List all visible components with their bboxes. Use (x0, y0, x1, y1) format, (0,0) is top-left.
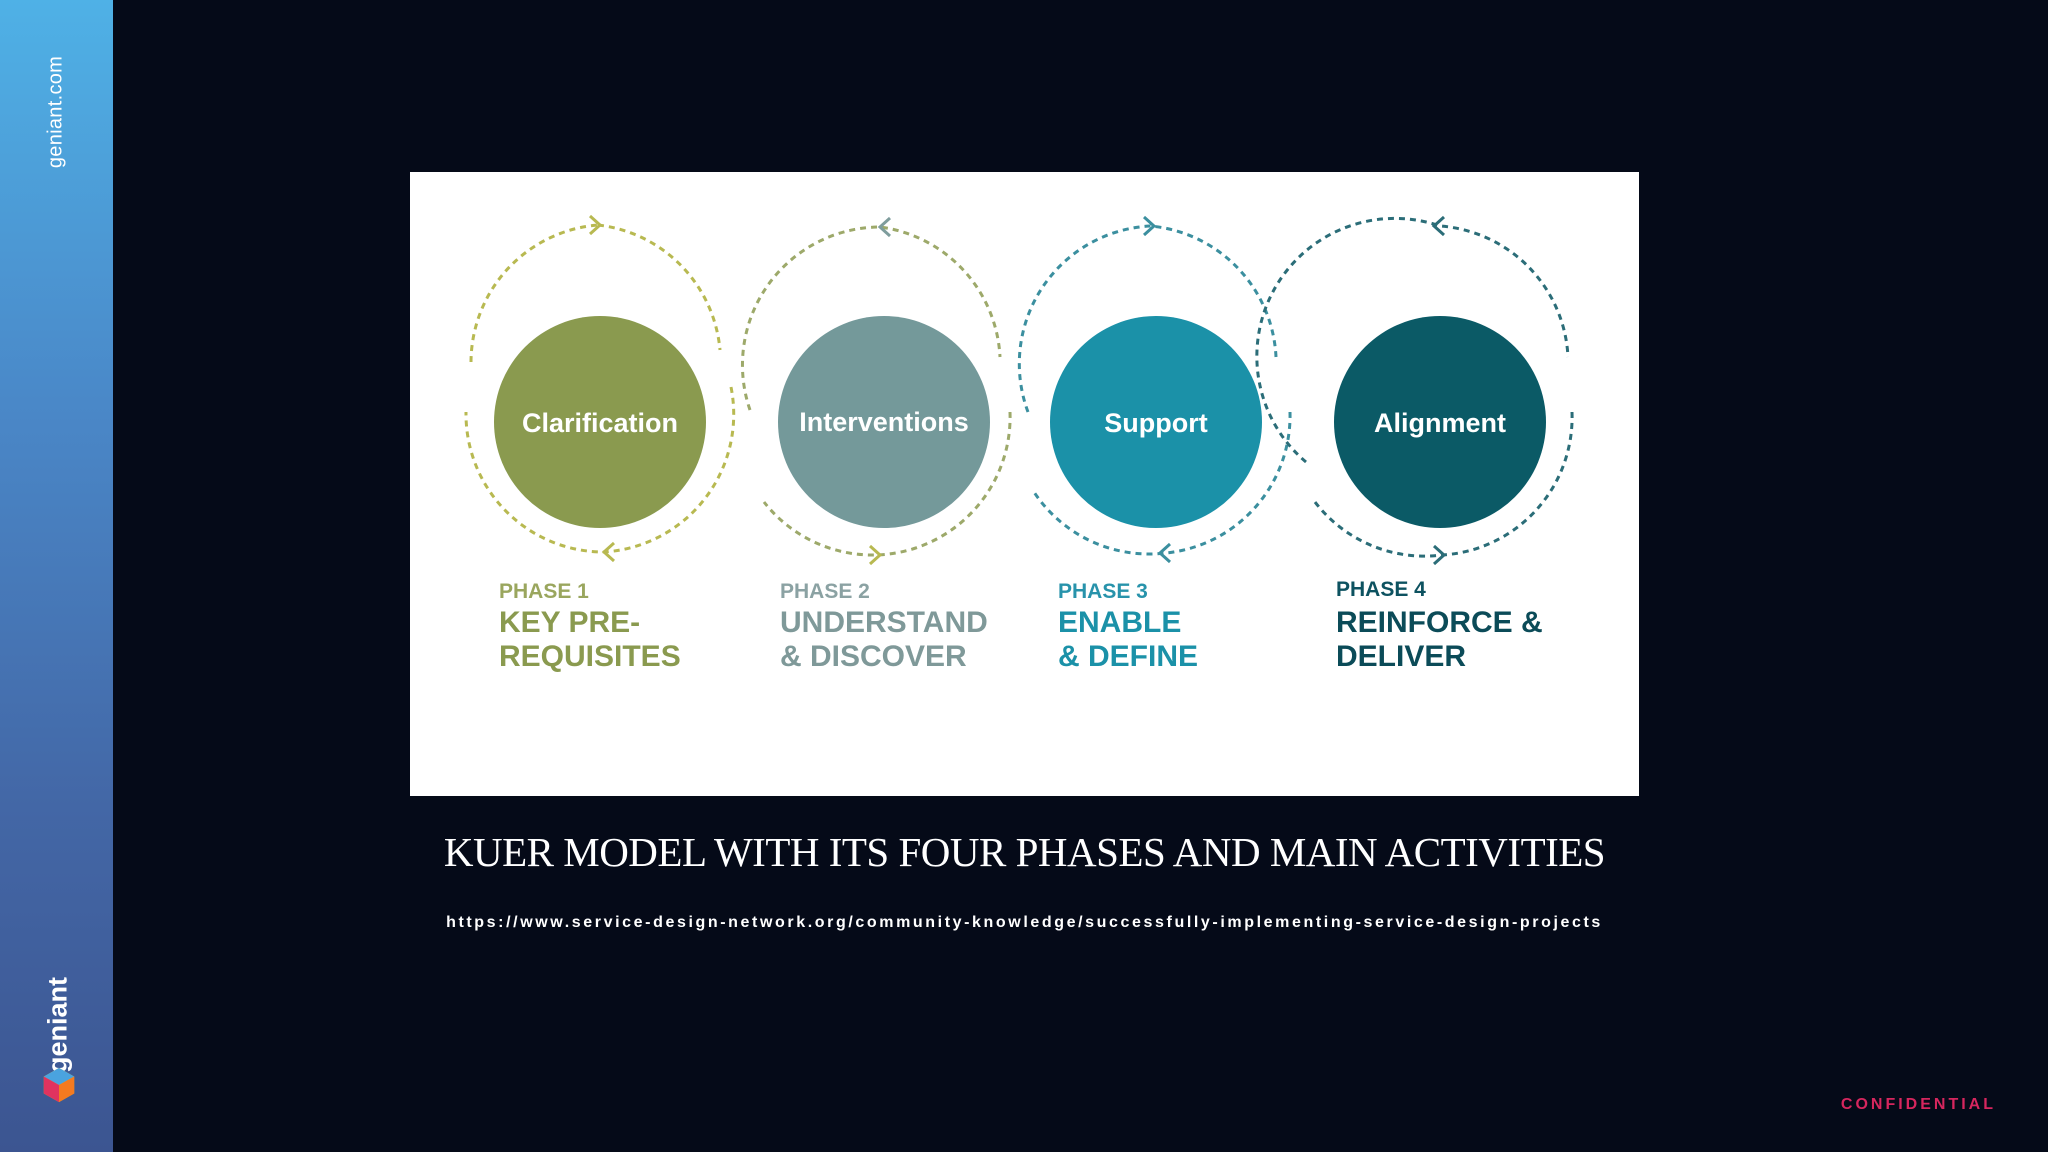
phase-3-title-line1: ENABLE (1058, 606, 1181, 639)
phase-1-chevron-icon (588, 214, 603, 236)
phase-1-group: Clarification PHASE 1 KEY PRE- REQUISITE… (464, 214, 736, 673)
phase-2-chevron-icon (877, 216, 892, 238)
phase-2-circle-label: Interventions (799, 407, 969, 437)
phase-4-circle-label: Alignment (1374, 408, 1506, 438)
sidebar-site-link[interactable]: geniant.com (44, 55, 67, 169)
figure-caption: KUER MODEL WITH ITS FOUR PHASES AND MAIN… (443, 829, 1606, 875)
phase-1-circle (494, 316, 706, 528)
kuer-diagram: Clarification PHASE 1 KEY PRE- REQUISITE… (464, 214, 1574, 673)
phase-4-chevron-icon (1431, 215, 1446, 237)
brand-name: geniant (42, 976, 73, 1074)
phase-2-title-line2: & DISCOVER (780, 640, 967, 673)
phase-3-title-line2: & DEFINE (1058, 640, 1198, 673)
phase-1-circle-label: Clarification (522, 408, 678, 438)
phase-3-chevron-icon (1142, 215, 1157, 237)
phase-4-cycle-arrow-bottom (1313, 411, 1574, 558)
confidential-label: CONFIDENTIAL (1840, 1096, 1996, 1113)
phase-2-number: PHASE 2 (780, 580, 870, 603)
phase-4-title-line2: DELIVER (1336, 640, 1466, 673)
kuer-model-figure: Clarification PHASE 1 KEY PRE- REQUISITE… (410, 172, 1639, 796)
phase-1-title-line1: KEY PRE- (499, 606, 640, 639)
phase-2-circle (778, 316, 990, 528)
phase-4-chevron-icon-back (1432, 544, 1447, 566)
phase-4-cycle-arrow-top (1255, 216, 1570, 464)
phase-3-circle-label: Support (1104, 408, 1207, 438)
phase-1-title-line2: REQUISITES (499, 640, 681, 673)
phase-4-circle (1334, 316, 1546, 528)
phase-2-cycle-arrow-bottom (762, 411, 1012, 557)
sidebar: geniant.com geniant (0, 0, 113, 1152)
phase-2-chevron-icon-back (868, 544, 883, 566)
phase-4-title-line1: REINFORCE & (1336, 606, 1543, 639)
source-url-link[interactable]: https://www.service-design-network.org/c… (446, 914, 1603, 931)
phase-2-group: Interventions PHASE 2 UNDERSTAND & DISCO… (740, 216, 1012, 673)
phase-3-cycle-arrow-bottom (1032, 411, 1292, 556)
phase-3-chevron-icon-back (1157, 542, 1172, 564)
phase-3-number: PHASE 3 (1058, 580, 1148, 603)
phase-3-circle (1050, 316, 1262, 528)
phase-1-cycle-arrow-top (469, 223, 722, 363)
phase-2-title-line1: UNDERSTAND (780, 606, 988, 639)
phase-1-chevron-icon-back (601, 541, 616, 563)
phase-1-number: PHASE 1 (499, 580, 589, 603)
phase-3-group: Support PHASE 3 ENABLE & DEFINE (1017, 215, 1292, 673)
phase-4-number: PHASE 4 (1336, 578, 1426, 601)
phase-4-group: Alignment PHASE 4 REINFORCE & DELIVER (1255, 215, 1574, 673)
geniant-logo-icon (43, 1067, 75, 1103)
